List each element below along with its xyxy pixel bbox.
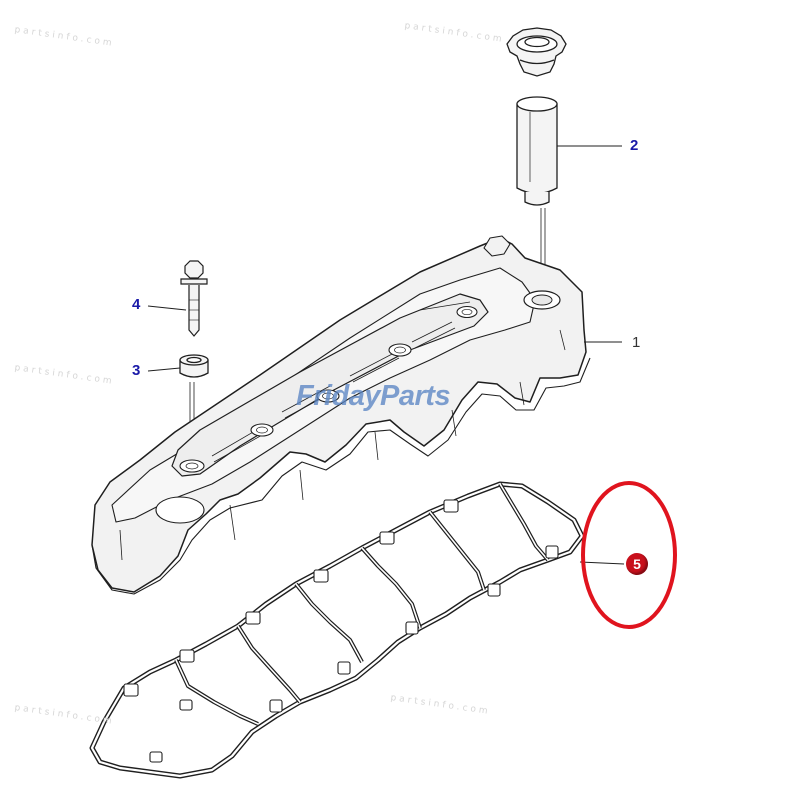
brand-watermark: FridayParts bbox=[296, 380, 451, 412]
leader-lines bbox=[147, 145, 625, 565]
breather-tube bbox=[516, 96, 558, 290]
callout-label-2: 2 bbox=[630, 137, 639, 154]
highlight-ring bbox=[581, 481, 677, 629]
callout-label-1: 1 bbox=[632, 334, 641, 351]
callout-label-3: 3 bbox=[132, 362, 141, 379]
cover-bolt bbox=[180, 260, 208, 337]
bolt-grommet bbox=[179, 354, 209, 455]
callout-label-4: 4 bbox=[132, 296, 141, 313]
oil-filler-cap bbox=[506, 27, 567, 77]
callout-badge-5: 5 bbox=[626, 553, 648, 575]
cover-gasket bbox=[89, 481, 585, 779]
valve-cover bbox=[91, 235, 591, 595]
